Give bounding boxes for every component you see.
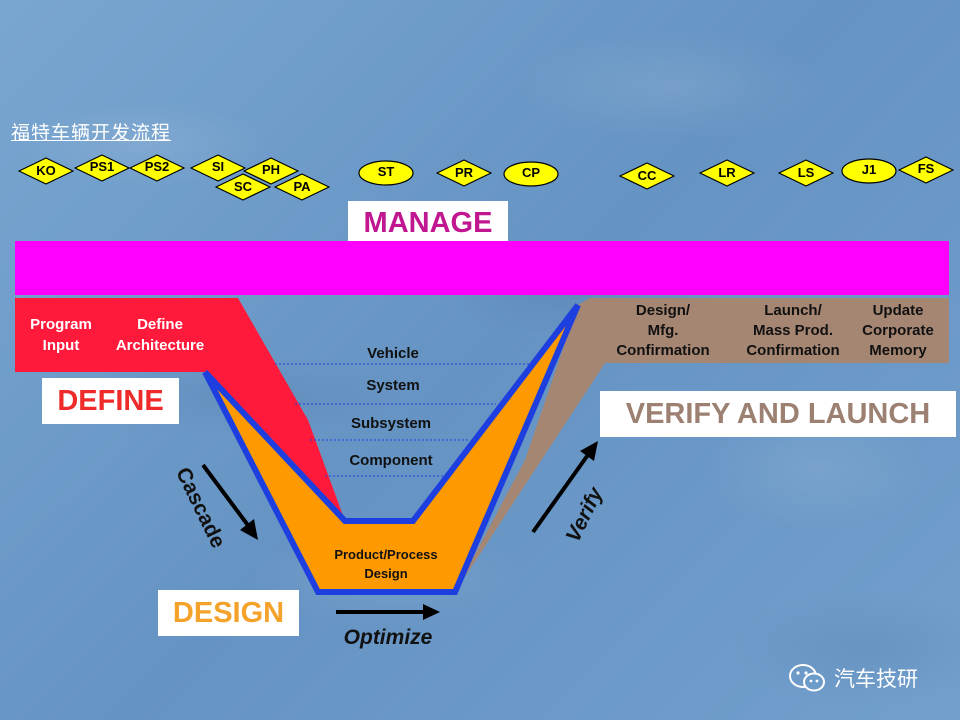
milestone-pa: PA	[273, 173, 331, 201]
milestone-label: PR	[454, 165, 474, 180]
v-outline	[202, 303, 581, 595]
design-mfg-confirmation-text: Design/ Mfg. Confirmation	[616, 302, 710, 359]
update-corporate-memory-text: Update Corporate Memory	[862, 302, 934, 359]
milestone-diamond-icon	[17, 157, 75, 185]
watermark: 汽车技研	[788, 662, 938, 694]
program-input-text: Program Input	[30, 316, 92, 354]
verify-region	[455, 298, 949, 592]
milestone-diamond-icon	[189, 154, 247, 182]
page-title: 福特车辆开发流程	[11, 122, 172, 144]
milestone-ls: LS	[777, 159, 835, 187]
milestone-diamond-icon	[73, 154, 131, 182]
milestone-label: LS	[797, 165, 815, 180]
milestone-diamond-icon	[897, 156, 955, 184]
milestone-diamond-icon	[777, 159, 835, 187]
manage-label: MANAGE	[348, 201, 508, 241]
milestone-label: J1	[861, 162, 877, 177]
milestone-label: ST	[377, 164, 395, 179]
milestone-label: FS	[917, 161, 935, 176]
milestone-diamond-icon	[435, 159, 493, 187]
milestone-label: CC	[637, 168, 657, 183]
milestone-label: CP	[521, 165, 541, 180]
verify-arrow-icon	[531, 450, 592, 534]
level-subsystem: Subsystem	[350, 415, 432, 432]
cascade-arrowhead-icon	[240, 519, 258, 540]
milestone-label: PS2	[144, 159, 170, 174]
milestone-label: PS1	[89, 159, 115, 174]
optimize-label: Optimize	[343, 626, 433, 649]
milestone-ko: KO	[17, 157, 75, 185]
design-label: DESIGN	[158, 590, 299, 636]
milestone-ellipse-icon	[503, 161, 559, 187]
milestone-label: PA	[293, 179, 311, 194]
optimize-arrowhead-icon	[423, 604, 440, 620]
verify-arrowhead-icon	[580, 441, 598, 461]
milestone-ps2: PS2	[128, 154, 186, 182]
define-label: DEFINE	[42, 378, 179, 424]
milestone-diamond-icon	[242, 157, 300, 185]
milestone-ellipse-icon	[841, 158, 897, 184]
milestone-label: LR	[718, 165, 736, 180]
level-component: Component	[349, 452, 433, 469]
milestone-diamond-icon	[128, 154, 186, 182]
watermark-text: 汽车技研	[834, 667, 918, 691]
milestone-label: KO	[36, 163, 56, 178]
v-outline	[202, 303, 581, 524]
milestone-label: SC	[233, 179, 253, 194]
milestone-diamond-icon	[618, 162, 676, 190]
milestone-label: SI	[211, 159, 225, 174]
milestone-sc: SC	[214, 173, 272, 201]
define-architecture-text: Define Architecture	[115, 316, 205, 354]
milestone-ellipse-icon	[358, 160, 414, 186]
milestone-pr: PR	[435, 159, 493, 187]
define-region	[15, 298, 345, 521]
wechat-icon	[789, 664, 825, 692]
milestone-diamond-icon	[698, 159, 756, 187]
milestone-diamond-icon	[273, 173, 331, 201]
milestone-fs: FS	[897, 156, 955, 184]
milestone-lr: LR	[698, 159, 756, 187]
product-process-design-text: Product/Process Design	[334, 547, 438, 581]
verify-launch-label: VERIFY AND LAUNCH	[600, 391, 956, 437]
milestone-j1: J1	[841, 158, 897, 184]
milestone-st: ST	[358, 160, 414, 186]
milestone-ps1: PS1	[73, 154, 131, 182]
level-vehicle: Vehicle	[367, 345, 419, 362]
level-system: System	[366, 377, 420, 394]
milestone-cp: CP	[503, 161, 559, 187]
milestone-diamond-icon	[214, 173, 272, 201]
milestone-label: PH	[261, 162, 281, 177]
milestone-si: SI	[189, 154, 247, 182]
milestone-cc: CC	[618, 162, 676, 190]
manage-band	[15, 241, 949, 295]
launch-mass-prod-text: Launch/ Mass Prod. Confirmation	[746, 302, 840, 359]
milestone-ph: PH	[242, 157, 300, 185]
cascade-arrow-icon	[201, 463, 252, 530]
